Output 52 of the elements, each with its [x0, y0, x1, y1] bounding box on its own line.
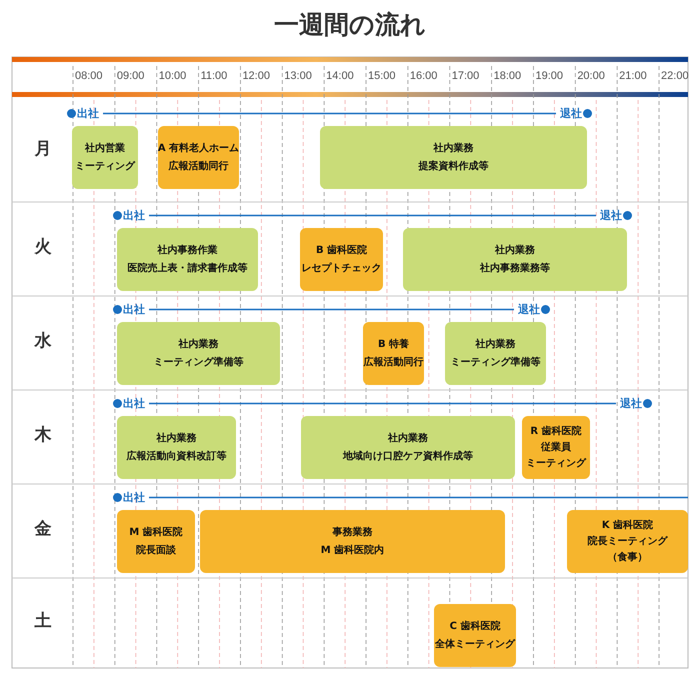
clock-in-label: 出社	[123, 208, 145, 223]
meeting-box: R 歯科医院 従業員 ミーティング	[522, 416, 590, 479]
meeting-box: M 歯科医院 院長面談	[117, 510, 195, 573]
hour-label: 08:00	[75, 70, 103, 82]
clock-out-label: 退社	[560, 106, 582, 121]
task-box: 社内業務 社内事務業務等	[403, 228, 627, 291]
hour-label: 20:00	[577, 70, 605, 82]
hour-label: 09:00	[116, 70, 144, 82]
clock-out-label: 退社	[600, 208, 622, 223]
hour-label: 16:00	[410, 70, 438, 82]
task-box: 社内業務 広報活動向資料改訂等	[117, 416, 236, 479]
meeting-box: 事務業務 M 歯科医院内	[200, 510, 505, 573]
task-box: 社内業務 提案資料作成等	[320, 126, 587, 189]
task-box: 社内業務 ミーティング準備等	[445, 322, 546, 385]
day-label: 火	[33, 236, 52, 258]
clock-in-label: 出社	[123, 396, 145, 411]
hour-label: 17:00	[452, 70, 480, 82]
clock-in-label: 出社	[123, 490, 145, 505]
hour-label: 14:00	[326, 70, 354, 82]
day-label: 月	[34, 138, 52, 160]
day-label: 金	[34, 518, 52, 540]
meeting-box: B 特養 広報活動同行	[363, 322, 424, 385]
hour-label: 19:00	[535, 70, 563, 82]
task-box: 社内業務 地域向け口腔ケア資料作成等	[301, 416, 515, 479]
chart-title: 一週間の流れ	[273, 9, 427, 41]
attendance-line	[149, 308, 514, 310]
clock-out-label: 退社	[620, 396, 642, 411]
attendance-line	[149, 214, 596, 216]
task-box: 社内事務作業 医院売上表・請求書作成等	[117, 228, 258, 291]
clock-in-label: 出社	[123, 302, 145, 317]
attendance-line	[103, 112, 556, 114]
hour-label: 12:00	[242, 70, 270, 82]
meeting-box: C 歯科医院 全体ミーティング	[434, 604, 516, 667]
clock-in-label: 出社	[77, 106, 99, 121]
day-label: 土	[34, 610, 52, 632]
hour-label: 11:00	[200, 70, 228, 82]
task-box: 社内営業 ミーティング	[72, 126, 138, 189]
task-box: 社内業務 ミーティング準備等	[117, 322, 280, 385]
meeting-box: A 有料老人ホーム 広報活動同行	[158, 126, 239, 189]
meeting-box: K 歯科医院 院長ミーティング （食事）	[567, 510, 688, 573]
day-label: 水	[33, 330, 52, 352]
hour-label: 13:00	[284, 70, 312, 82]
clock-out-label: 退社	[518, 302, 540, 317]
day-label: 木	[33, 424, 52, 446]
hour-label: 21:00	[619, 70, 647, 82]
hour-label: 10:00	[158, 70, 186, 82]
hour-label: 15:00	[368, 70, 396, 82]
attendance-line	[149, 402, 616, 404]
meeting-box: B 歯科医院 レセプトチェック	[300, 228, 383, 291]
hour-label: 22:00	[661, 70, 689, 82]
attendance-line	[149, 496, 688, 498]
hour-label: 18:00	[494, 70, 522, 82]
